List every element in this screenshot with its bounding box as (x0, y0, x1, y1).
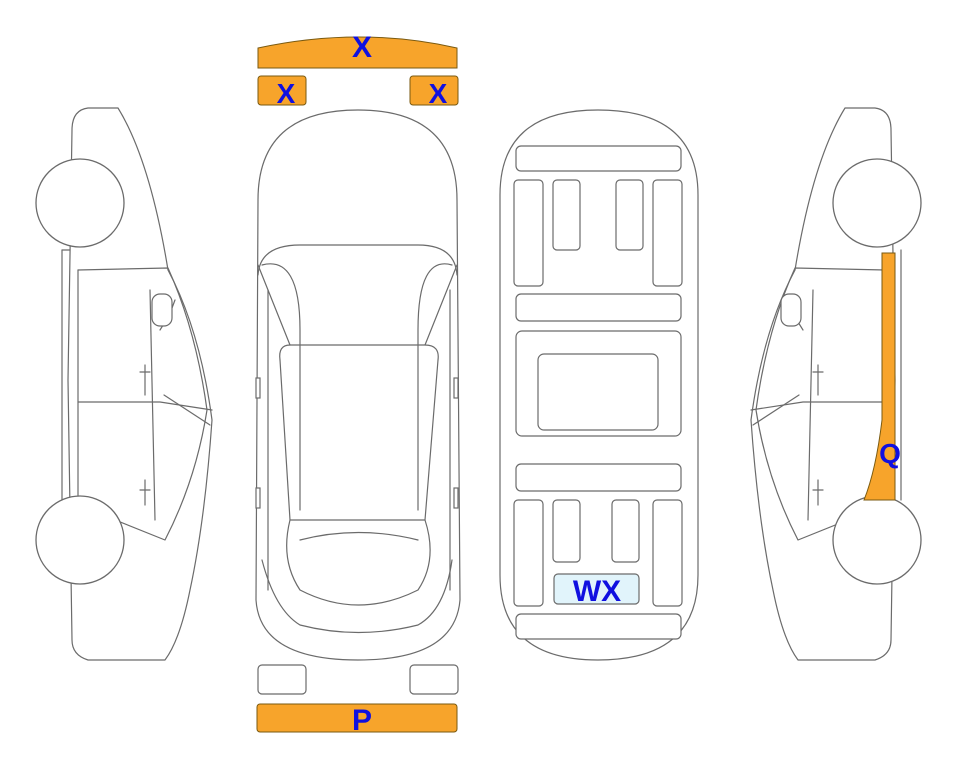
headlight-right-shape (409, 75, 459, 106)
front-bumper-area: X (257, 31, 458, 69)
floor-panel-area: WX (553, 573, 640, 608)
taillight-left (257, 664, 307, 695)
right-pillar-area: Q (863, 252, 901, 501)
front-bumper-code: X (352, 31, 372, 64)
rear-bumper-code: P (352, 704, 372, 737)
right-rear-wheel (832, 495, 922, 585)
floor-panel-shape (553, 573, 640, 605)
headlight-left-shape (257, 75, 307, 106)
rear-bumper-area: P (256, 703, 458, 737)
car-right-side-view: Q (750, 107, 922, 661)
right-front-wheel (832, 158, 922, 248)
car-top-view: X X X P (255, 31, 461, 737)
taillight-right (409, 664, 459, 695)
front-bumper-shape (257, 36, 458, 69)
left-front-wheel (35, 158, 125, 248)
headlight-right-area: X (409, 75, 459, 109)
car-underbody-view: WX (499, 109, 699, 661)
headlight-left-code: X (277, 78, 296, 109)
right-pillar-code: Q (879, 438, 901, 469)
headlight-right-code: X (429, 78, 448, 109)
headlight-left-area: X (257, 75, 307, 109)
car-left-side-view (35, 107, 213, 661)
floor-panel-code: WX (573, 575, 621, 608)
left-rear-wheel (35, 495, 125, 585)
rear-bumper-shape (256, 703, 458, 733)
right-pillar-shape (863, 252, 896, 501)
